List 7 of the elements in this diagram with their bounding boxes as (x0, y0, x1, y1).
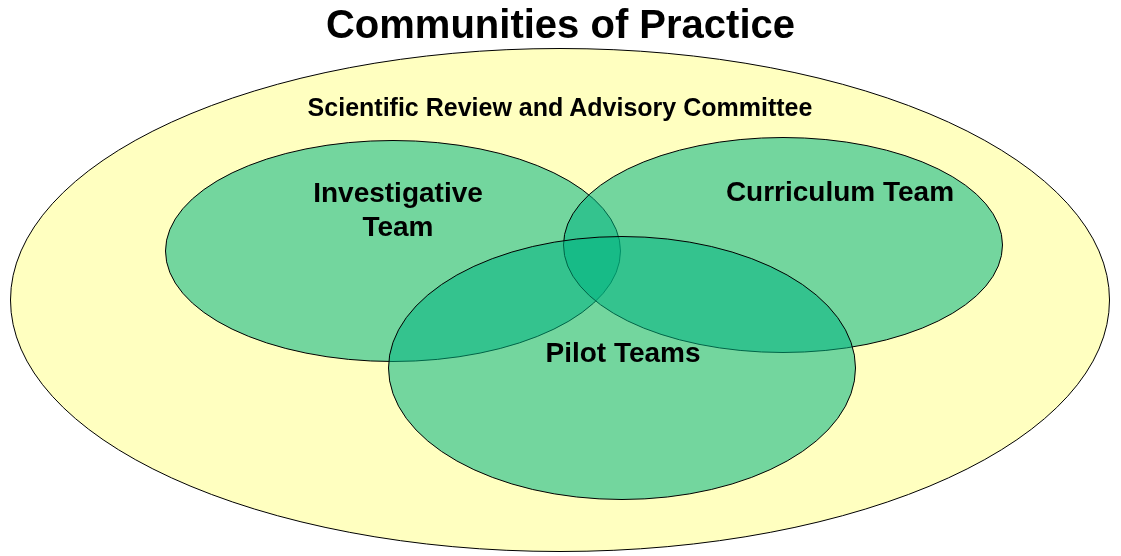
region-label: Curriculum Team (724, 175, 956, 209)
team-ellipse (388, 236, 856, 500)
region-label: Pilot Teams (544, 336, 702, 370)
region-label: Investigative Team (312, 176, 484, 244)
region-label: Scientific Review and Advisory Committee (306, 92, 814, 123)
outer-ellipse (10, 48, 1110, 552)
diagram-title: Communities of Practice (325, 2, 796, 46)
